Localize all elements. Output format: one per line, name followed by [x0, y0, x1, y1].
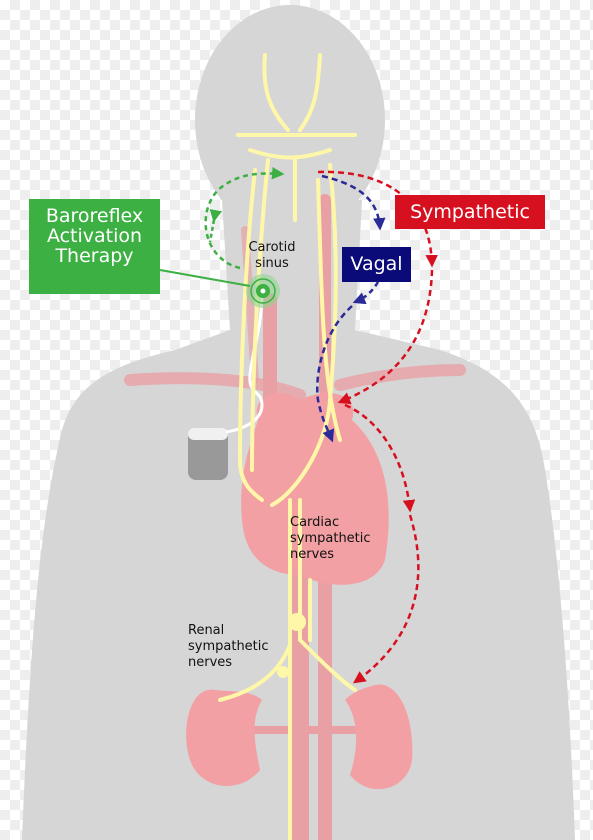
nerve-pathways: [218, 53, 357, 840]
baroreflex-label: Baroreflex Activation Therapy: [45, 205, 144, 267]
vagal-arrow-top: [321, 174, 386, 231]
baroreflex-leader-line: [159, 269, 251, 287]
kidneys: [186, 684, 413, 790]
renal-nerves-label: Renal sympathetic nerves: [188, 623, 269, 670]
sympathetic-label: Sympathetic: [410, 201, 530, 223]
carotid-sinus-label: Carotid sinus: [248, 240, 296, 271]
sympathetic-arrow-heart: [337, 269, 434, 405]
sympathetic-arrow-body: [344, 403, 416, 513]
carotid-sinus-target: [246, 274, 280, 308]
sympathetic-arrow-kidney: [352, 514, 420, 684]
baroreflex-arrow: [204, 167, 285, 270]
baroreflex-arrow-2: [208, 209, 222, 243]
baroreflex-box: [29, 199, 160, 294]
sympathetic-box: [395, 195, 545, 229]
nerve-ganglia: [277, 613, 306, 678]
heart: [241, 392, 389, 585]
vagal-box: [342, 247, 411, 282]
vagal-arrow-neck: [352, 281, 380, 305]
vagal-label: Vagal: [350, 253, 403, 275]
sympathetic-arrow-head: [317, 170, 438, 268]
cardiac-nerves-label: Cardiac sympathetic nerves: [290, 515, 371, 562]
vagal-arrow-heart: [316, 305, 353, 443]
